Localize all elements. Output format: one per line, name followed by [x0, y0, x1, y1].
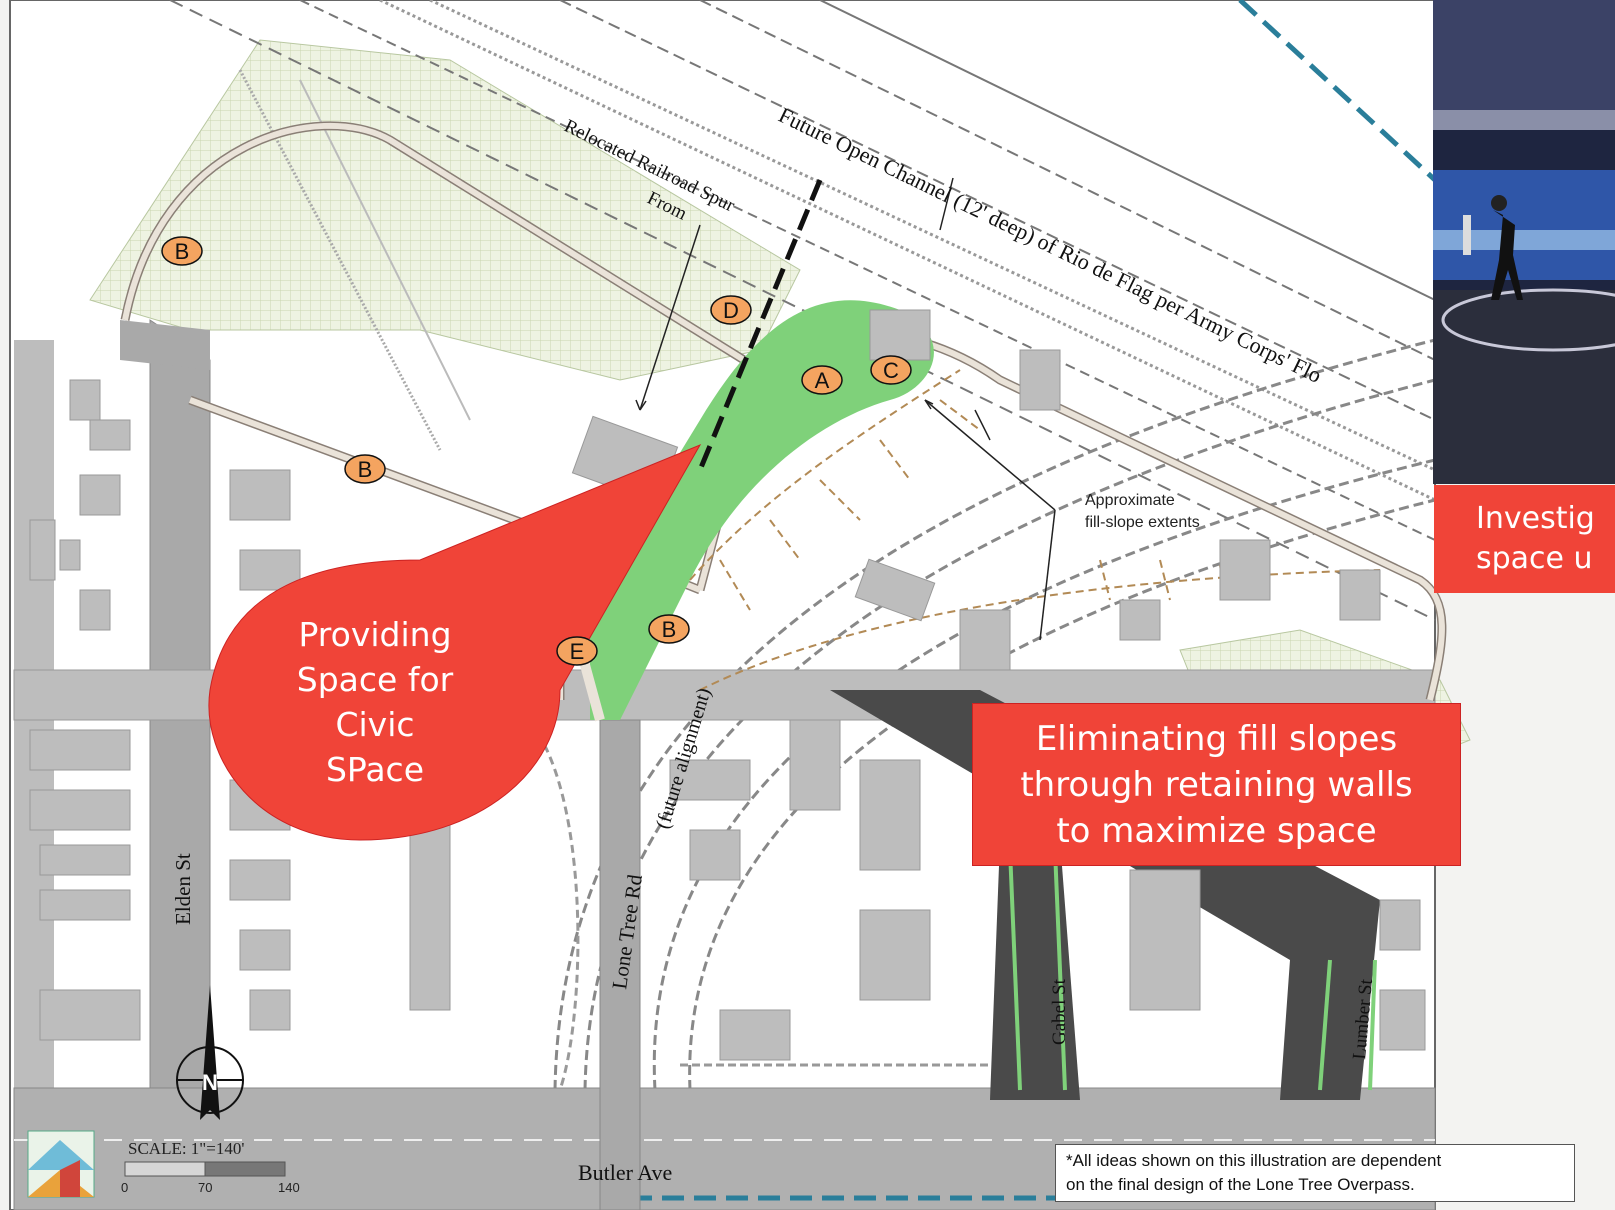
- svg-text:D: D: [723, 298, 739, 323]
- investigate-space-callout: Investig space u: [1434, 485, 1615, 593]
- civic-space-callout-text: Providing Space for Civic SPace: [255, 612, 495, 792]
- north-label: N: [202, 1070, 218, 1095]
- walls-callout-line3: to maximize space: [1056, 811, 1377, 851]
- civic-space-area: [590, 300, 934, 720]
- elden-st-road: [149, 319, 211, 1210]
- disclaimer-note: *All ideas shown on this illustration ar…: [1055, 1144, 1575, 1202]
- disclaimer-line1: *All ideas shown on this illustration ar…: [1066, 1151, 1442, 1170]
- scale-bar: [124, 1161, 286, 1177]
- city-logo-icon: [27, 1130, 95, 1198]
- svg-text:C: C: [883, 358, 899, 383]
- fill-slope-label-line2: fill-slope extents: [1085, 514, 1200, 531]
- disclaimer-line2: on the final design of the Lone Tree Ove…: [1066, 1175, 1415, 1194]
- marker-b-west: B: [161, 236, 203, 266]
- gabel-st-label: Gabel St: [1049, 978, 1070, 1045]
- railroad-lines: [169, 0, 1437, 621]
- svg-text:A: A: [815, 368, 830, 393]
- marker-d: D: [710, 295, 752, 325]
- marker-b-center: B: [344, 454, 386, 484]
- scale-tick-0: 0: [121, 1180, 129, 1195]
- underpass-photo: [1433, 0, 1615, 484]
- marker-c: C: [870, 355, 912, 385]
- scale-tick-70: 70: [198, 1180, 213, 1195]
- marker-b-south: B: [648, 614, 690, 644]
- scale-label: SCALE: 1"=140': [128, 1139, 245, 1158]
- svg-text:B: B: [358, 457, 373, 482]
- scale-tick-140: 140: [278, 1180, 300, 1195]
- butler-ave-label: Butler Ave: [578, 1160, 672, 1185]
- svg-text:E: E: [570, 639, 585, 664]
- fill-slope-label-line1: Approximate: [1085, 492, 1175, 509]
- civic-callout-bubble: [208, 443, 702, 841]
- retaining-walls-callout: Eliminating fill slopes through retainin…: [972, 703, 1461, 866]
- walls-callout-line2: through retaining walls: [1020, 765, 1413, 805]
- leader-lines: [639, 177, 1056, 641]
- marker-e: E: [556, 636, 598, 666]
- elden-st-label: Elden St: [171, 853, 195, 925]
- cut-line: [697, 179, 823, 471]
- svg-text:B: B: [175, 239, 190, 264]
- north-arrow-icon: [176, 985, 244, 1120]
- civic-callout-line2: Space for: [296, 660, 454, 699]
- investigate-callout-line1: Investig: [1476, 501, 1595, 536]
- lone-tree-rd-road: [599, 719, 641, 1210]
- civic-callout-line1: Providing: [298, 615, 452, 654]
- svg-text:B: B: [662, 617, 677, 642]
- investigate-callout-line2: space u: [1476, 541, 1593, 576]
- marker-a: A: [801, 365, 843, 395]
- civic-callout-line3: Civic: [335, 705, 415, 744]
- civic-callout-line4: SPace: [325, 750, 425, 789]
- walls-callout-line1: Eliminating fill slopes: [1035, 719, 1398, 759]
